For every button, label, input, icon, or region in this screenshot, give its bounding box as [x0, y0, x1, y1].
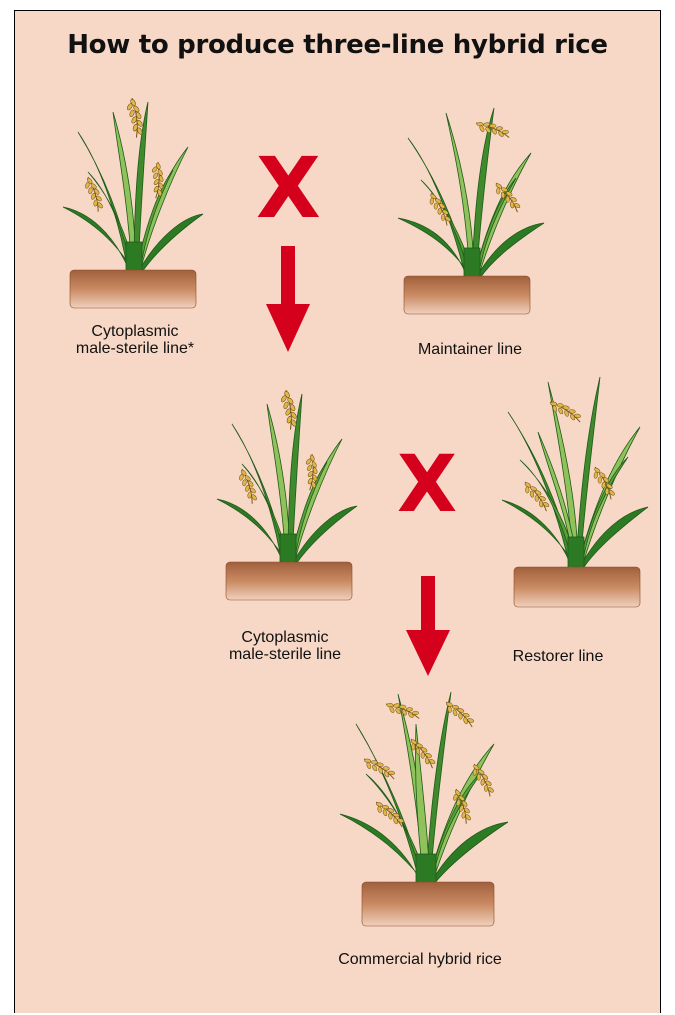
diagram-title: How to produce three-line hybrid rice: [14, 30, 661, 60]
rice-plant-icon: [336, 684, 512, 939]
rice-plant-icon: [212, 384, 362, 609]
down-arrow-icon: [406, 576, 450, 676]
label-cms-line-middle: Cytoplasmic male-sterile line: [190, 629, 380, 663]
label-restorer-line: Restorer line: [478, 648, 638, 665]
cross-symbol-middle: X: [397, 446, 457, 524]
cross-symbol-top: X: [256, 146, 321, 230]
rice-plant-icon: [58, 92, 208, 317]
label-maintainer-line: Maintainer line: [370, 341, 570, 358]
label-cms-line-top: Cytoplasmic male-sterile line*: [40, 323, 230, 357]
rice-plant-icon: [500, 372, 650, 612]
rice-plant-icon: [396, 98, 546, 323]
down-arrow-icon: [266, 246, 310, 352]
label-commercial-hybrid-rice: Commercial hybrid rice: [290, 951, 550, 968]
